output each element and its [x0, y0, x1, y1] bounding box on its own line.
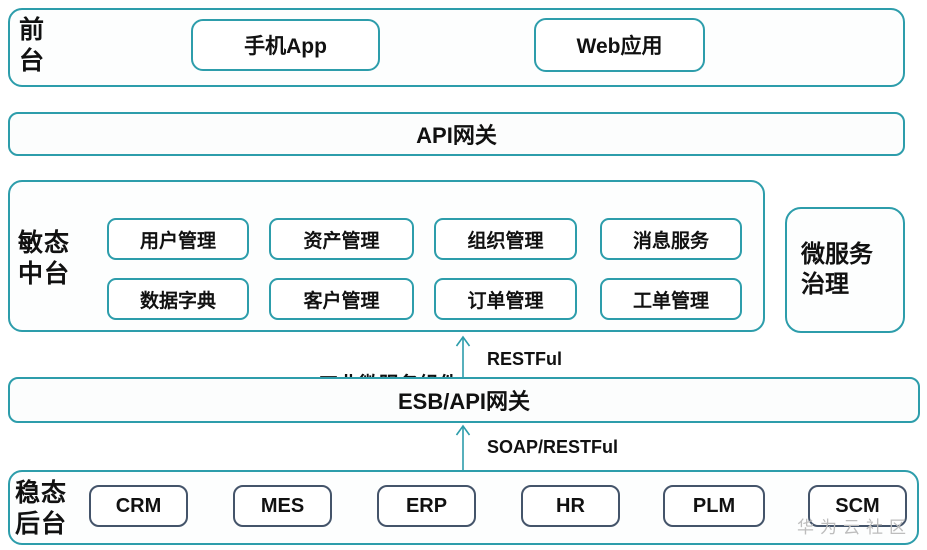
component-box: 客户管理 — [269, 278, 414, 320]
component-box: 工单管理 — [600, 278, 742, 320]
component-box: 消息服务 — [600, 218, 742, 260]
esb-api-gateway-bar: ESB/API网关 — [8, 377, 920, 423]
middle-platform-label: 敏态中台 — [18, 229, 71, 288]
watermark: 华为云社区 — [797, 518, 912, 537]
web-app-box: Web应用 — [534, 18, 705, 72]
api-gateway-bar: API网关 — [8, 112, 905, 156]
system-box-scm: SCM — [808, 485, 907, 527]
up-arrow-icon — [455, 335, 471, 378]
middle-platform-section: 敏态中台 工业微服务组件 用户管理 资产管理 组织管理 消息服务 数据字典 客户… — [8, 180, 765, 396]
component-box: 资产管理 — [269, 218, 414, 260]
system-box-mes: MES — [233, 485, 332, 527]
esb-api-gateway-label: ESB/API网关 — [397, 389, 531, 414]
front-stage-label: 前台 — [19, 16, 46, 75]
soap-restful-label: SOAP/RESTFul — [487, 437, 619, 457]
governance-label: 微服务治理 — [801, 241, 873, 298]
system-box-erp: ERP — [377, 485, 476, 527]
system-box-plm: PLM — [663, 485, 765, 527]
system-box-crm: CRM — [89, 485, 188, 527]
front-stage-section: 前台 手机App Web应用 — [8, 8, 905, 87]
system-box-hr: HR — [521, 485, 620, 527]
backend-label: 稳态后台 — [15, 479, 68, 538]
up-arrow-icon — [455, 424, 471, 470]
governance-section: 微服务治理 — [785, 207, 905, 333]
restful-label: RESTFul — [487, 349, 562, 369]
component-box: 订单管理 — [434, 278, 577, 320]
mobile-app-box: 手机App — [191, 19, 380, 71]
component-box: 数据字典 — [107, 278, 249, 320]
component-box: 用户管理 — [107, 218, 249, 260]
component-box: 组织管理 — [434, 218, 577, 260]
api-gateway-label: API网关 — [416, 123, 497, 148]
